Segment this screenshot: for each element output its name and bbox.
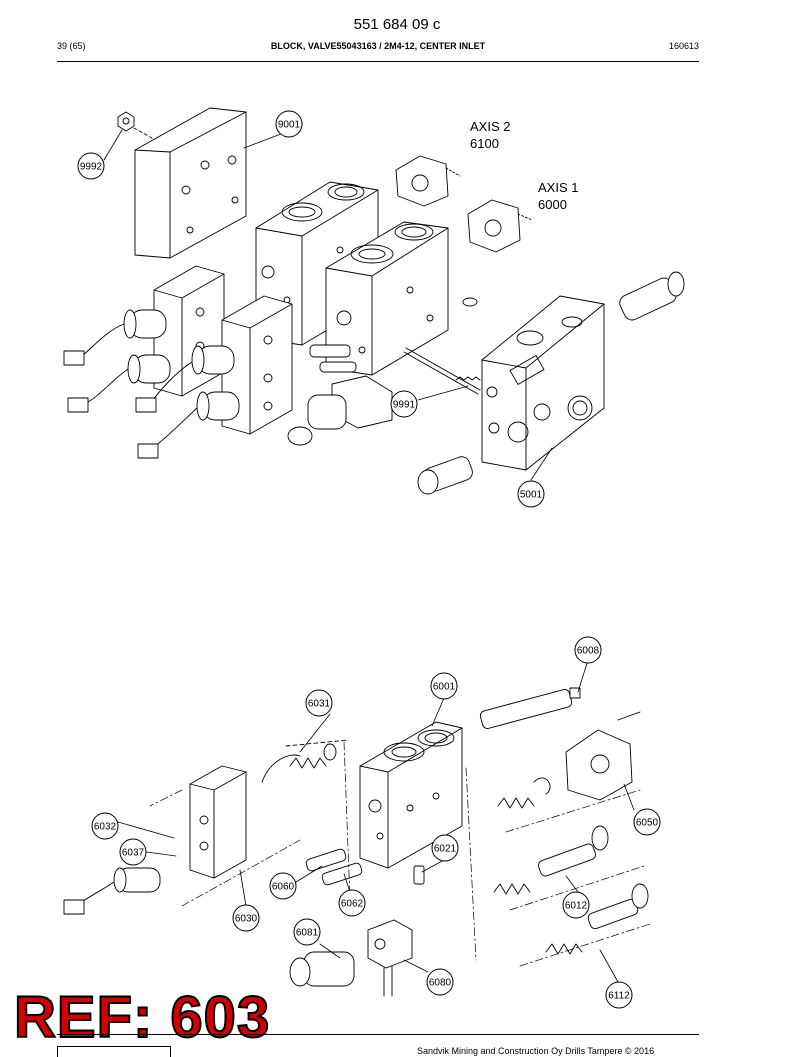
nut [117, 111, 153, 139]
callout-label: 9001 [278, 120, 301, 131]
valve-section-6001 [359, 721, 463, 869]
callout-9991: 9991 [390, 390, 418, 418]
page-title: BLOCK, VALVE55043163 / 2M4-12, CENTER IN… [270, 41, 486, 51]
callout-label: 6032 [94, 822, 117, 833]
axis-2-label: AXIS 2 6100 [470, 118, 510, 152]
leader-lines [103, 125, 635, 983]
callout-circle [269, 872, 297, 900]
callout-6080: 6080 [426, 968, 454, 996]
inlet-section [417, 271, 685, 495]
callout-circle [119, 838, 147, 866]
callout-circle [338, 889, 366, 917]
callout-circle [605, 981, 633, 1009]
callout-circle [431, 834, 459, 862]
inlet-cartridge [417, 456, 473, 495]
upper-assembly [63, 107, 685, 495]
spring-set-6031 [261, 739, 349, 783]
callout-9001: 9001 [275, 110, 303, 138]
lower-assembly [63, 687, 651, 997]
callout-circle [426, 968, 454, 996]
callout-9992: 9992 [77, 152, 105, 180]
valve-section-front [325, 221, 478, 376]
callout-6050: 6050 [633, 808, 661, 836]
company-logo [57, 1046, 171, 1057]
spring-6112 [545, 883, 649, 955]
callout-label: 6060 [272, 882, 295, 893]
callout-6112: 6112 [605, 981, 633, 1009]
callout-circle [633, 808, 661, 836]
tie-rod [403, 347, 481, 395]
solenoid-block-right [135, 295, 293, 459]
callout-circle [430, 672, 458, 700]
callout-label: 6012 [565, 901, 588, 912]
springs-6012 [493, 797, 609, 895]
callout-circle [293, 918, 321, 946]
callout-label: 6062 [341, 899, 364, 910]
footer-rule [57, 1034, 699, 1035]
footer-copyright: Sandvik Mining and Construction Oy Drill… [417, 1046, 655, 1056]
callout-circle [574, 636, 602, 664]
callout-label: 6031 [308, 699, 331, 710]
callout-label: 6008 [577, 646, 600, 657]
pressure-valve-6081-6080 [289, 919, 413, 997]
callout-circle [275, 110, 303, 138]
spool-6008 [479, 687, 581, 729]
document-number: 551 684 09 c [353, 16, 441, 33]
axis-1-name: AXIS 1 [538, 180, 579, 195]
callout-circle [517, 480, 545, 508]
callout-6008: 6008 [574, 636, 602, 664]
axis-1-module [467, 199, 533, 253]
callout-6062: 6062 [338, 889, 366, 917]
axis-2-name: AXIS 2 [470, 119, 511, 134]
callout-label: 9992 [80, 162, 103, 173]
callout-label: 6021 [434, 844, 457, 855]
callout-6031: 6031 [305, 689, 333, 717]
callout-circle [91, 812, 119, 840]
callout-6081: 6081 [293, 918, 321, 946]
callout-label: 6050 [636, 818, 659, 829]
axis-2-module [395, 155, 461, 207]
callout-circle [77, 152, 105, 180]
header-date: 160613 [668, 41, 699, 51]
callout-label: 6080 [429, 978, 452, 989]
callout-label: 6112 [608, 991, 630, 1002]
page-number: 39 (65) [57, 41, 86, 51]
callout-circle [232, 904, 260, 932]
ref-label: REF: 603 [13, 985, 271, 1051]
axis-1-label: AXIS 1 6000 [538, 179, 578, 213]
callout-6032: 6032 [91, 812, 119, 840]
callout-6030: 6030 [232, 904, 260, 932]
callout-label: 6030 [235, 914, 258, 925]
callout-6001: 6001 [430, 672, 458, 700]
header-row: 39 (65) BLOCK, VALVE55043163 / 2M4-12, C… [57, 41, 699, 55]
callout-label: 6001 [433, 682, 456, 693]
callout-6037: 6037 [119, 838, 147, 866]
cover-6050 [533, 711, 641, 801]
inlet-check-valve [619, 271, 685, 321]
callout-circle [562, 891, 590, 919]
callout-6021: 6021 [431, 834, 459, 862]
solenoid-block-6032 [189, 765, 247, 879]
solenoid-6037 [63, 867, 161, 915]
callout-bubbles: 9001 9992 9991 5001 6008 6001 6031 6050 6032 6021… [77, 110, 661, 1009]
callout-5001: 5001 [517, 480, 545, 508]
callout-label: 9991 [393, 400, 416, 411]
header-rule [57, 61, 699, 62]
callout-label: 6081 [296, 928, 319, 939]
callout-6012: 6012 [562, 891, 590, 919]
solenoid-block-left [63, 265, 225, 413]
callout-label: 6037 [122, 848, 145, 859]
axis-2-code: 6100 [470, 136, 499, 151]
callout-circle [305, 689, 333, 717]
axis-1-code: 6000 [538, 197, 567, 212]
callout-6060: 6060 [269, 872, 297, 900]
cartridges-6060-6062 [305, 848, 425, 886]
pressure-reducing-valve [287, 344, 393, 446]
callout-label: 5001 [520, 490, 543, 501]
callout-circle [390, 390, 418, 418]
guide-lines [149, 741, 651, 967]
end-plate [134, 107, 247, 259]
